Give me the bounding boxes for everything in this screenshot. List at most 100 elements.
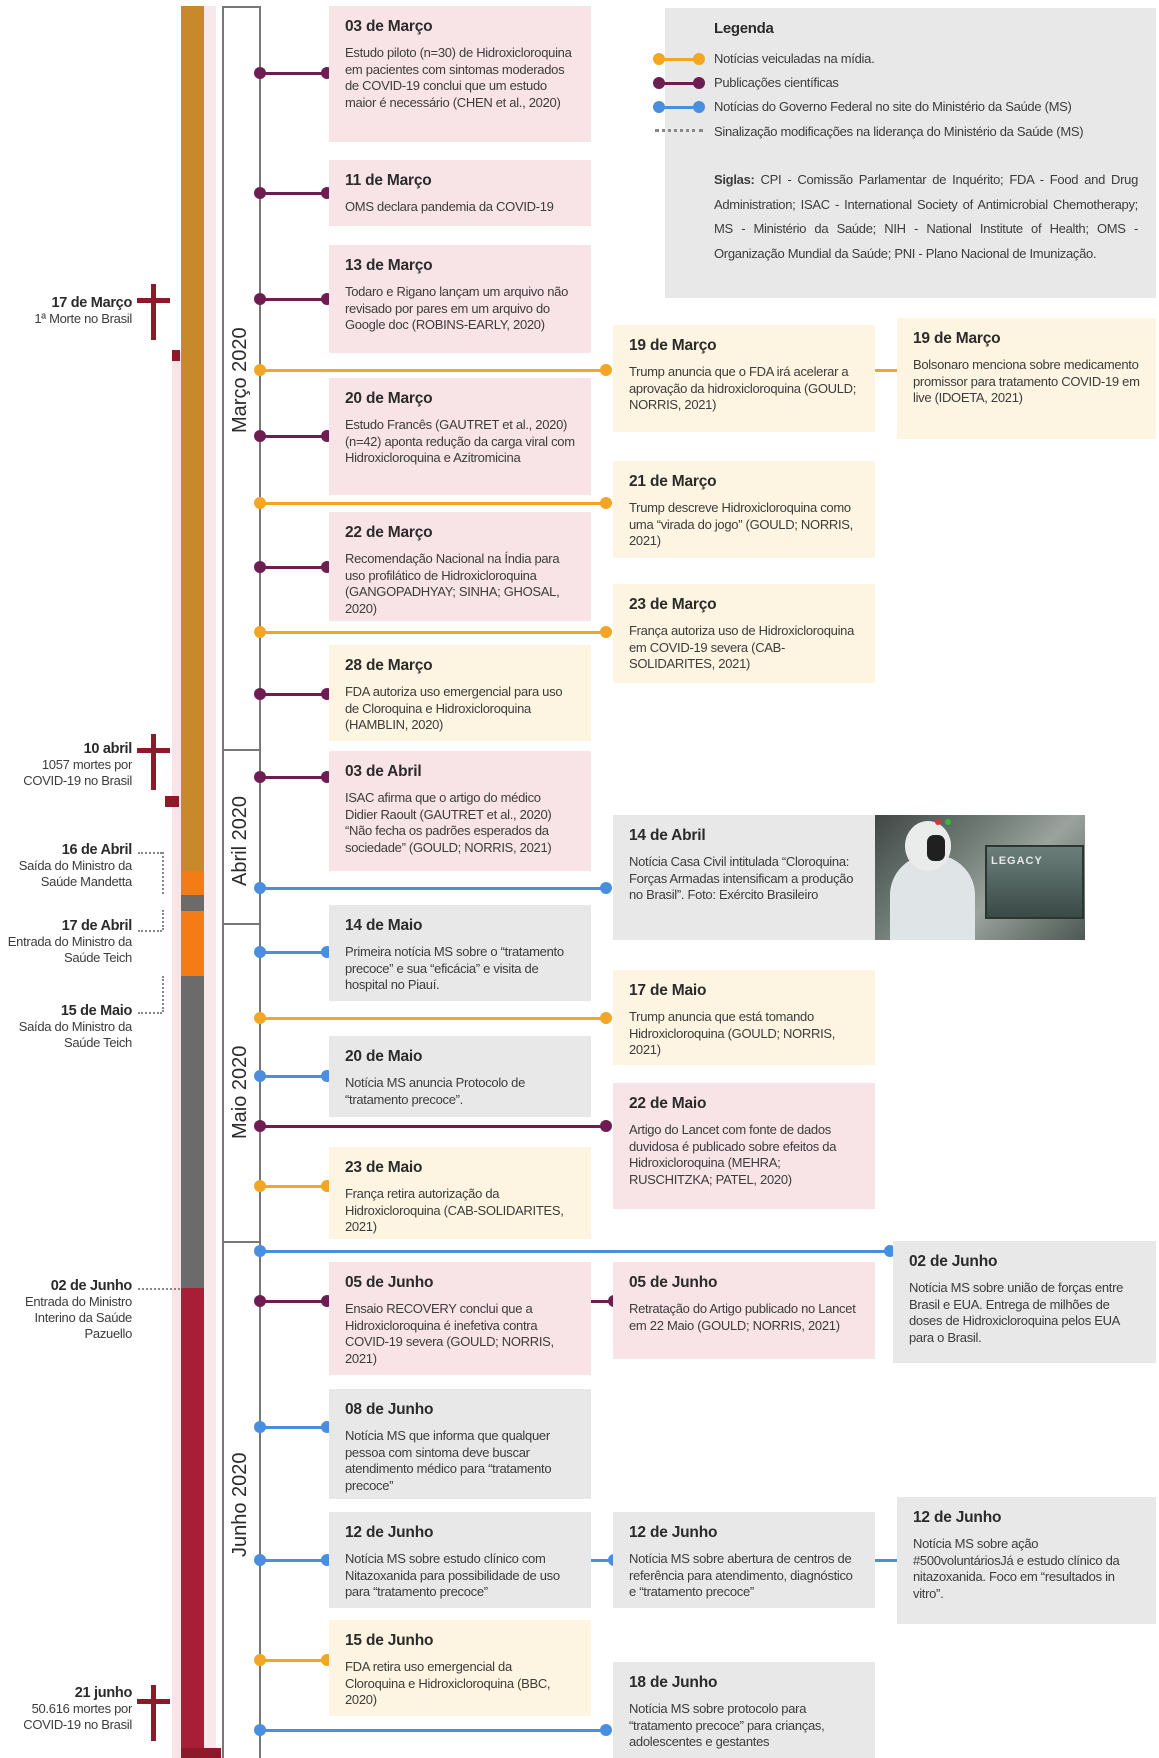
event-text: 50.616 mortes por COVID-19 no Brasil: [23, 1701, 132, 1732]
photo-lab-window: [985, 845, 1084, 919]
legend-dot: [693, 101, 705, 113]
timeline-card: 22 de Março Recomendação Nacional na Índ…: [329, 512, 591, 621]
connector-dot: [254, 497, 266, 509]
card-text: Ensaio RECOVERY conclui que a Hidroxiclo…: [345, 1301, 554, 1366]
leader-line: [162, 910, 164, 930]
card-text: Notícia MS anuncia Protocolo de “tratame…: [345, 1075, 526, 1107]
timeline-card: 19 de Março Trump anuncia que o FDA irá …: [613, 325, 875, 432]
timeline-card: 05 de Junho Ensaio RECOVERY conclui que …: [329, 1262, 591, 1375]
card-text: França autoriza uso de Hidroxicloroquina…: [629, 623, 855, 671]
news-photo: LEGACY: [875, 815, 1085, 940]
connector-purple: [260, 192, 330, 195]
connector-orange: [260, 1185, 330, 1188]
connector-dot: [254, 688, 266, 700]
death-cross-icon: [137, 284, 171, 340]
event-text: Saída do Ministro da Saúde Mandetta: [18, 858, 133, 889]
connector-purple: [578, 1300, 618, 1303]
card-text: Bolsonaro menciona sobre medicamento pro…: [913, 357, 1140, 405]
card-date: 05 de Junho: [629, 1274, 718, 1291]
month-divider: [222, 749, 261, 751]
connector-orange: [260, 1659, 330, 1662]
timeline-card: 22 de Maio Artigo do Lancet com fonte de…: [613, 1083, 875, 1209]
legend-box: Legenda Notícias veiculadas na mídia. Pu…: [653, 8, 1156, 298]
event-text: Entrada do Ministro da Saúde Teich: [7, 934, 133, 965]
card-date: 12 de Junho: [913, 1509, 1002, 1526]
card-date: 14 de Maio: [345, 917, 423, 934]
connector-dot: [254, 1012, 266, 1024]
connector-purple: [260, 1125, 608, 1128]
card-date: 17 de Maio: [629, 982, 707, 999]
connector-blue: [260, 1559, 330, 1562]
card-date: 12 de Junho: [345, 1524, 434, 1541]
photo-light-red: [935, 819, 941, 825]
event-text: 1ª Morte no Brasil: [34, 311, 132, 326]
card-date: 05 de Junho: [345, 1274, 434, 1291]
photo-sign: LEGACY: [991, 855, 1043, 867]
timeline-card: 14 de Maio Primeira notícia MS sobre o “…: [329, 905, 591, 1001]
connector-purple: [260, 72, 330, 75]
event-date: 15 de Maio: [60, 1003, 132, 1019]
legend-dot: [653, 101, 665, 113]
connector-dot: [600, 882, 612, 894]
card-text: Notícia MS sobre união de forças entre B…: [909, 1280, 1124, 1345]
timeline-card: 03 de Abril ISAC afirma que o artigo do …: [329, 751, 591, 871]
left-event: 16 de Abril Saída do Ministro da Saúde M…: [4, 842, 133, 890]
event-date: 17 de Abril: [61, 918, 133, 934]
card-text: Todaro e Rigano lançam um arquivo não re…: [345, 284, 569, 332]
card-text: Trump anuncia que o FDA irá acelerar a a…: [629, 364, 857, 412]
death-cross-icon: [137, 1685, 171, 1741]
timeline-card: 19 de Março Bolsonaro menciona sobre med…: [897, 318, 1156, 439]
event-date: 16 de Abril: [61, 842, 133, 858]
event-date: 02 de Junho: [50, 1278, 133, 1294]
zoom-wedge: [172, 6, 216, 1758]
month-label-abril: Abril 2020: [229, 795, 251, 886]
leader-line: [138, 1288, 180, 1290]
card-text: Estudo Francês (GAUTRET et al., 2020) (n…: [345, 417, 575, 465]
connector-dot: [254, 364, 266, 376]
timeline-card: 15 de Junho FDA retira uso emergencial d…: [329, 1620, 591, 1716]
connector-blue: [260, 951, 330, 954]
connector-purple: [260, 298, 330, 301]
card-date: 03 de Abril: [345, 763, 422, 780]
event-text: Entrada do Ministro Interino da Saúde Pa…: [24, 1294, 132, 1341]
legend-line: [655, 106, 703, 109]
card-date: 18 de Junho: [629, 1674, 718, 1691]
card-text: Notícia MS sobre ação #500voluntáriosJá …: [913, 1536, 1120, 1601]
legend-line: [655, 82, 703, 85]
card-text: ISAC afirma que o artigo do médico Didie…: [345, 790, 552, 855]
leader-line: [138, 852, 162, 854]
left-event: 15 de Maio Saída do Ministro da Saúde Te…: [4, 1003, 133, 1051]
timeline-card: 20 de Março Estudo Francês (GAUTRET et a…: [329, 378, 591, 495]
timeline-bar-transition-gray: [181, 895, 204, 911]
legend-dot: [693, 53, 705, 65]
card-text: Estudo piloto (n=30) de Hidroxicloroquin…: [345, 45, 572, 110]
card-date: 03 de Março: [345, 18, 433, 35]
marker-death: [165, 796, 179, 807]
siglas-text: CPI - Comissão Parlamentar de Inquérito;…: [714, 172, 1139, 261]
connector-blue: [260, 1729, 608, 1732]
month-divider: [222, 923, 261, 925]
card-date: 20 de Março: [345, 390, 433, 407]
timeline-card: 05 de Junho Retratação do Artigo publica…: [613, 1262, 875, 1359]
month-divider: [222, 1241, 261, 1243]
timeline-card: 23 de Maio França retira autorização da …: [329, 1147, 591, 1239]
connector-orange: [260, 1017, 608, 1020]
connector-purple: [260, 776, 330, 779]
connector-dot: [254, 1554, 266, 1566]
connector-blue: [260, 1250, 892, 1253]
legend-dot: [653, 53, 665, 65]
siglas-label: Siglas:: [714, 172, 755, 187]
event-date: 10 abril: [83, 741, 133, 757]
connector-blue: [260, 1075, 330, 1078]
card-text: FDA autoriza uso emergencial para uso de…: [345, 684, 563, 732]
card-text: Notícia MS que informa que qualquer pess…: [345, 1428, 552, 1493]
connector-orange: [260, 502, 608, 505]
connector-dot: [254, 1421, 266, 1433]
leader-line: [162, 852, 164, 894]
timeline-card: 12 de Junho Notícia MS sobre abertura de…: [613, 1512, 875, 1608]
card-text: Recomendação Nacional na Índia para uso …: [345, 551, 560, 616]
connector-orange: [260, 369, 608, 372]
card-date: 02 de Junho: [909, 1253, 998, 1270]
card-date: 19 de Março: [913, 330, 1001, 347]
legend-line: [655, 58, 703, 61]
